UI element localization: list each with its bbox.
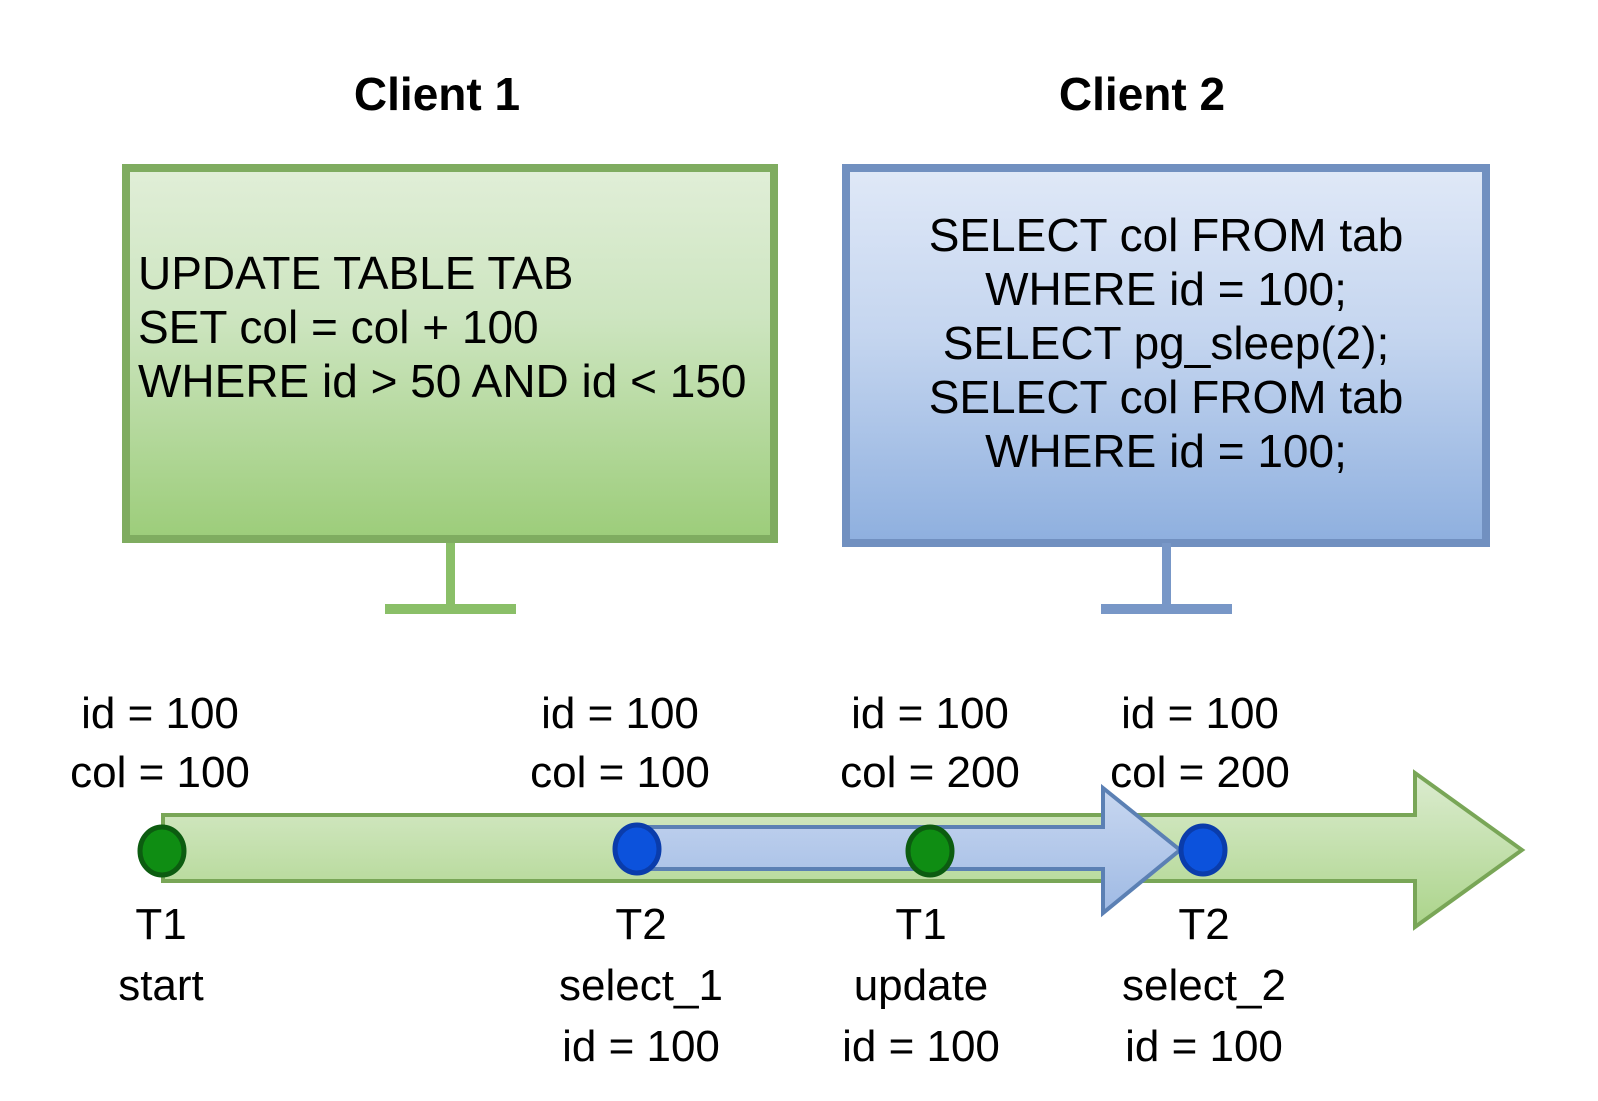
client1-monitor-stand-neck bbox=[446, 543, 455, 610]
row-state-4: id = 100 col = 200 bbox=[1050, 684, 1350, 802]
event-t2-select2: T2 select_2 id = 100 bbox=[1054, 894, 1354, 1077]
event-detail: id = 100 bbox=[562, 1022, 720, 1071]
client2-sql-text: SELECT col FROM tab WHERE id = 100; SELE… bbox=[842, 208, 1490, 478]
state-col-value: col = 200 bbox=[1110, 748, 1290, 797]
client1-monitor-screen bbox=[122, 164, 778, 543]
event-action: select_2 bbox=[1122, 961, 1286, 1010]
client1-title: Client 1 bbox=[353, 68, 521, 120]
event-detail: id = 100 bbox=[842, 1022, 1000, 1071]
event-txn: T2 bbox=[1178, 900, 1230, 949]
state-col-value: col = 100 bbox=[70, 748, 250, 797]
event-action: start bbox=[118, 961, 204, 1010]
state-id-value: id = 100 bbox=[1121, 689, 1279, 738]
sql-line: SELECT pg_sleep(2); bbox=[942, 317, 1390, 369]
event-dot-t1-update bbox=[905, 824, 955, 878]
client2-monitor-stand-base bbox=[1101, 604, 1232, 614]
event-txn: T1 bbox=[135, 900, 187, 949]
event-action: select_1 bbox=[559, 961, 723, 1010]
sql-line: WHERE id > 50 AND id < 150 bbox=[138, 355, 747, 407]
state-id-value: id = 100 bbox=[851, 689, 1009, 738]
event-dot-t1-start bbox=[137, 824, 187, 878]
event-txn: T2 bbox=[615, 900, 667, 949]
event-detail: id = 100 bbox=[1125, 1022, 1283, 1071]
sql-line: WHERE id = 100; bbox=[985, 425, 1347, 477]
client2-title: Client 2 bbox=[1058, 68, 1226, 120]
state-id-value: id = 100 bbox=[81, 689, 239, 738]
event-action: update bbox=[853, 961, 989, 1010]
client1-monitor-stand-base bbox=[385, 604, 516, 614]
sql-line: SET col = col + 100 bbox=[138, 301, 539, 353]
client2-monitor-stand-neck bbox=[1162, 543, 1171, 610]
state-id-value: id = 100 bbox=[541, 689, 699, 738]
event-t1-start: T1 start bbox=[11, 894, 311, 1016]
event-txn: T1 bbox=[895, 900, 947, 949]
sql-line: WHERE id = 100; bbox=[985, 263, 1347, 315]
sql-line: SELECT col FROM tab bbox=[928, 209, 1404, 261]
row-state-1: id = 100 col = 100 bbox=[10, 684, 310, 802]
row-state-3: id = 100 col = 200 bbox=[780, 684, 1080, 802]
client1-sql-text: UPDATE TABLE TAB SET col = col + 100 WHE… bbox=[138, 246, 747, 408]
sql-line: SELECT col FROM tab bbox=[928, 371, 1404, 423]
state-col-value: col = 200 bbox=[840, 748, 1020, 797]
event-dot-t2-select1 bbox=[612, 822, 662, 876]
row-state-2: id = 100 col = 100 bbox=[470, 684, 770, 802]
event-t1-update: T1 update id = 100 bbox=[771, 894, 1071, 1077]
sql-line: UPDATE TABLE TAB bbox=[138, 247, 574, 299]
client2-monitor-screen bbox=[842, 164, 1490, 547]
state-col-value: col = 100 bbox=[530, 748, 710, 797]
event-t2-select1: T2 select_1 id = 100 bbox=[491, 894, 791, 1077]
event-dot-t2-select2 bbox=[1178, 823, 1228, 877]
